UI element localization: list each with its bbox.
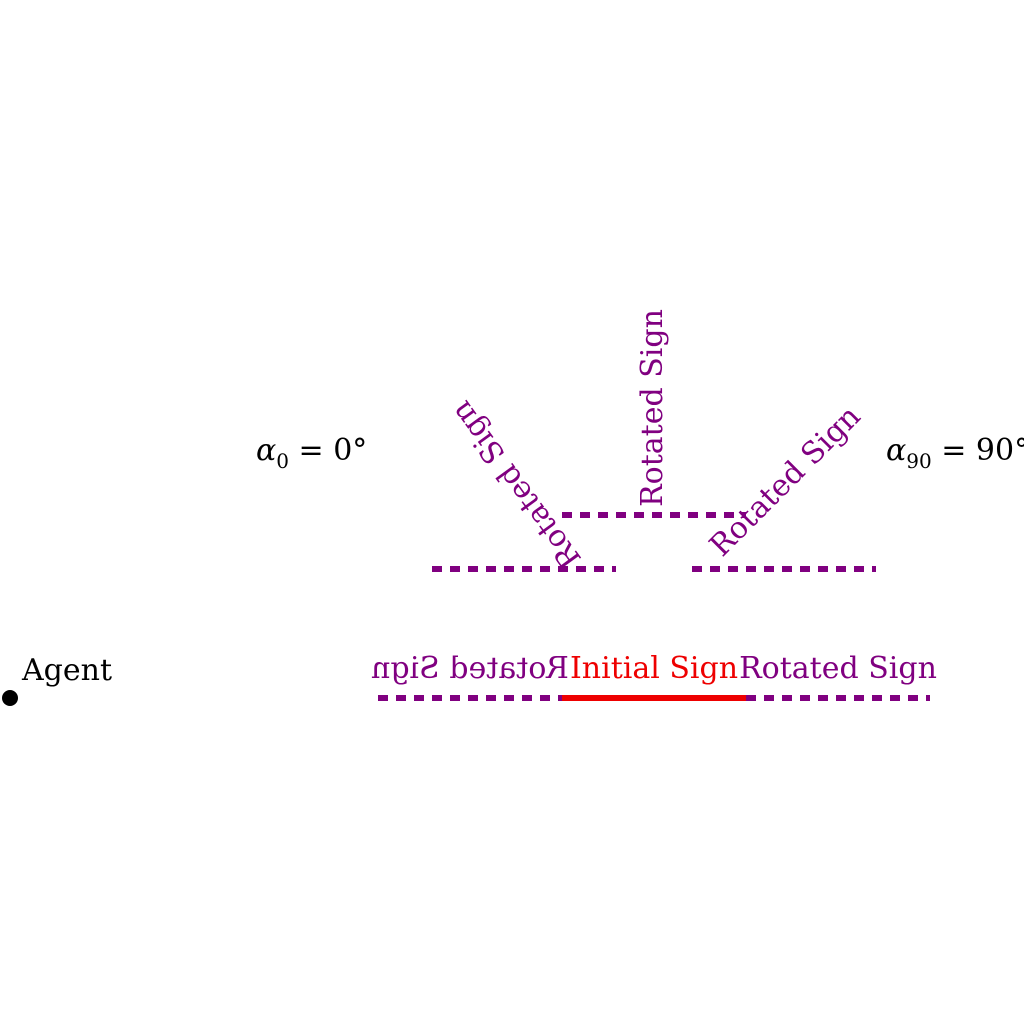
rotated-sign-label-mirrored: Rotated Sign — [371, 651, 569, 686]
rotated-sign-label-fan-right: Rotated Sign — [703, 399, 868, 564]
alpha90-label: α90 = 90° — [886, 433, 1024, 473]
agent-point — [2, 690, 18, 706]
rotated-sign-label-fan-center: Rotated Sign — [635, 309, 670, 507]
alpha0-label: α0 = 0° — [256, 433, 367, 473]
rotated-sign-label-fan-left: Rotated Sign — [444, 394, 589, 575]
agent-label: Agent — [21, 653, 112, 688]
initial-sign-label: Initial Sign — [570, 651, 738, 686]
rotated-sign-label-right: Rotated Sign — [739, 651, 937, 686]
